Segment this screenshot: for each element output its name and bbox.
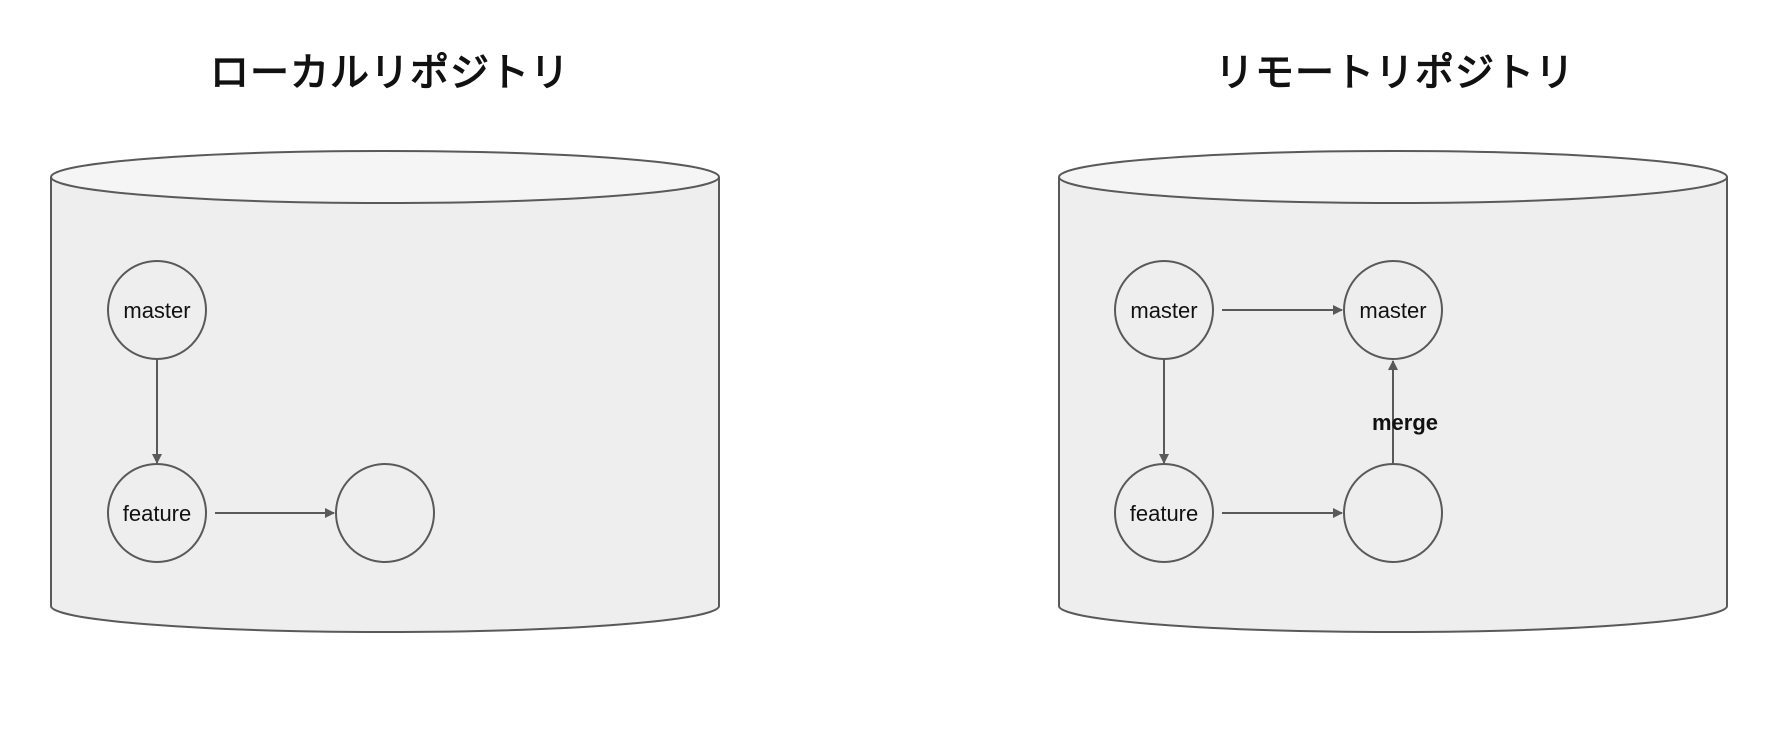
local-commit-node — [335, 463, 435, 563]
remote-master-label: master — [1130, 298, 1197, 323]
remote-master-node: master — [1114, 260, 1214, 360]
local-cylinder-top — [50, 150, 720, 204]
local-feature-label: feature — [123, 501, 192, 526]
local-master-label: master — [123, 298, 190, 323]
local-repository-cylinder — [50, 150, 720, 633]
remote-repository-title: リモートリポジトリ — [1214, 51, 1575, 96]
merge-label: merge — [1372, 410, 1438, 435]
remote-master-target-node: master — [1343, 260, 1443, 360]
local-cylinder-body — [50, 177, 720, 633]
local-feature-node: feature — [107, 463, 207, 563]
local-repository-title: ローカルリポジトリ — [209, 51, 570, 96]
remote-commit-node — [1343, 463, 1443, 563]
remote-feature-node: feature — [1114, 463, 1214, 563]
remote-master-target-label: master — [1359, 298, 1426, 323]
local-commit-graph: master feature — [107, 260, 435, 563]
local-master-node: master — [107, 260, 207, 360]
remote-feature-label: feature — [1130, 501, 1199, 526]
remote-cylinder-top — [1058, 150, 1728, 204]
remote-commit-graph: merge master master feature — [1114, 260, 1443, 563]
